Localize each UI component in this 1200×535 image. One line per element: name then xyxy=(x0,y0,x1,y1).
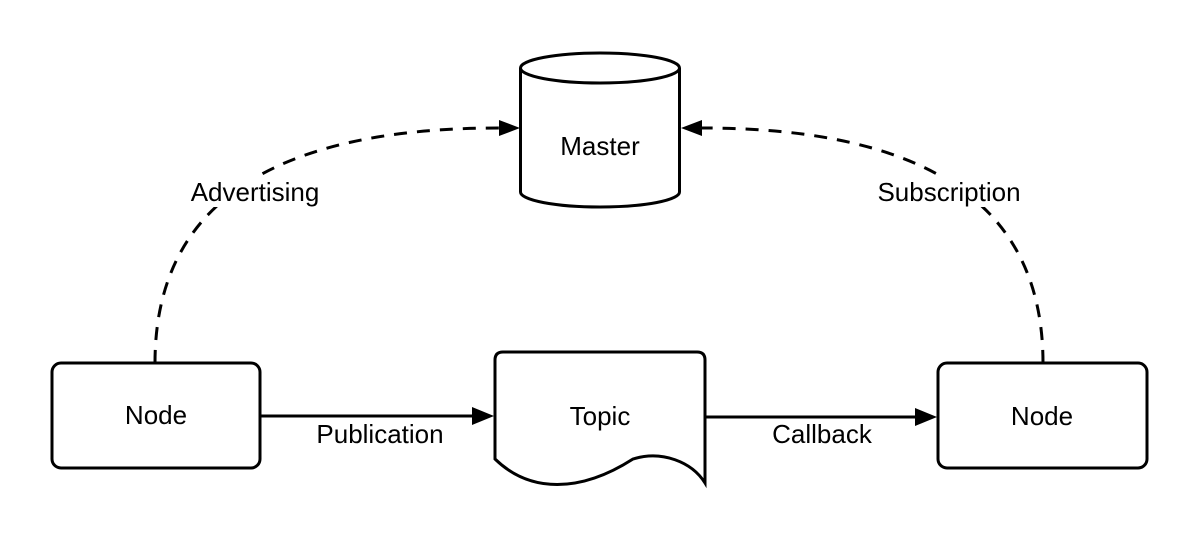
node-label-right: Node xyxy=(1011,401,1073,431)
subscription-arrowhead-icon xyxy=(681,120,702,136)
edge-label-advertising: Advertising xyxy=(191,177,320,207)
advertising-arrowhead-icon xyxy=(499,120,520,136)
edge-label-background xyxy=(187,177,323,207)
node-label-left: Node xyxy=(125,400,187,430)
edge-subscription: Subscription xyxy=(681,120,1045,364)
edge-publication: Publication xyxy=(260,407,494,449)
node-label-master: Master xyxy=(560,131,640,161)
edge-label-background xyxy=(874,177,1024,207)
callback-arrowhead-icon xyxy=(915,408,937,426)
edge-label-background xyxy=(769,419,876,449)
edge-label-publication: Publication xyxy=(316,419,443,449)
node-right: Node xyxy=(936,361,1149,470)
edge-label-callback: Callback xyxy=(772,419,873,449)
advertising-curve xyxy=(153,126,500,364)
master-cylinder-shape xyxy=(519,68,681,209)
node-left: Node xyxy=(50,361,262,470)
edge-callback: Callback xyxy=(705,408,937,449)
right-node-shape xyxy=(936,361,1149,470)
node-topic: Topic xyxy=(493,350,707,489)
edge-label-subscription: Subscription xyxy=(877,177,1020,207)
node-label-topic: Topic xyxy=(570,401,631,431)
publication-arrowhead-icon xyxy=(472,407,494,425)
left-node-shape xyxy=(50,361,262,470)
topic-document-shape xyxy=(493,350,707,489)
edge-advertising: Advertising xyxy=(153,120,520,364)
edge-label-background xyxy=(313,419,447,449)
subscription-curve xyxy=(701,126,1045,364)
node-master: Master xyxy=(519,51,681,209)
master-cylinder-top xyxy=(519,51,681,85)
